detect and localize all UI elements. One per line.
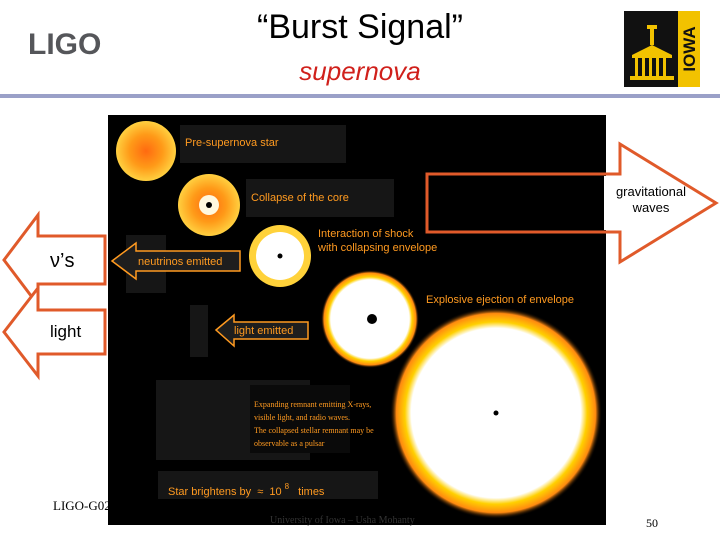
slide-title: “Burst Signal” <box>257 8 463 46</box>
ligo-logo: LIGO <box>28 24 118 69</box>
gravitational-waves-arrow <box>425 141 719 265</box>
remnant-text-line-3: The collapsed stellar remnant may be <box>254 426 374 435</box>
light-arrow <box>2 283 107 381</box>
neutrinos-emitted-arrow <box>110 241 241 281</box>
stage-label-collapse: Collapse of the core <box>251 192 349 204</box>
neutrinos-emitted-label: neutrinos emitted <box>138 256 222 268</box>
supernova-diagram: Pre-supernova star Collapse of the core … <box>108 115 606 525</box>
iowa-logo: IOWA <box>624 11 700 87</box>
stage-label-shock: Interaction of shock <box>318 228 414 240</box>
header-divider <box>0 94 720 98</box>
stage-label-pre-supernova: Pre-supernova star <box>185 137 279 149</box>
remnant-text-line-2: visible light, and radio waves. <box>254 413 350 422</box>
slide-subtitle: supernova <box>299 56 421 86</box>
remnant-text-line-4: observable as a pulsar <box>254 439 325 448</box>
ligo-logo-text: LIGO <box>28 28 101 61</box>
light-arrow-label: light <box>50 322 82 341</box>
footer-credit: University of Iowa – Usha Mohanty <box>270 515 415 526</box>
neutrinos-arrow-label: ν’s <box>50 250 75 272</box>
page-number: 50 <box>646 516 658 530</box>
light-emitted-label: light emitted <box>234 325 293 337</box>
stage-label-envelope: with collapsing envelope <box>317 242 437 254</box>
brightness-caption: Star brightens by ≈ 10 8 times <box>168 480 325 498</box>
pre-supernova-star <box>116 121 176 181</box>
gravitational-waves-label: gravitational waves <box>615 184 687 215</box>
document-id: LIGO-G02 <box>53 498 111 513</box>
iowa-logo-text: IOWA <box>680 26 699 71</box>
neutrinos-arrow <box>2 210 107 310</box>
stage-label-explosive-ejection: Explosive ejection of envelope <box>426 294 574 306</box>
light-emitted-arrow <box>214 313 309 348</box>
remnant-text-line-1: Expanding remnant emitting X-rays, <box>254 400 371 409</box>
